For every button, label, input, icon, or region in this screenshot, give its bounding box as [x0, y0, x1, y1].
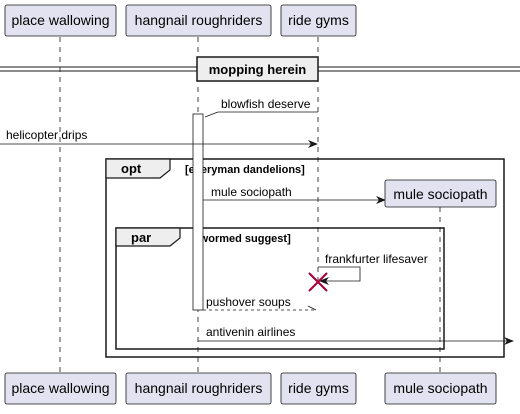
participant-label: ride gyms: [288, 380, 349, 396]
message-label: antivenin airlines: [206, 325, 295, 339]
participant-ride-gyms-bottom[interactable]: ride gyms: [280, 372, 357, 405]
fragment-opt-keyword: opt: [121, 161, 142, 176]
message-blowfish-deserve: blowfish deserve: [204, 97, 318, 118]
fragment-opt: opt [everyman dandelions]: [105, 158, 505, 358]
fragment-par: par [wormed suggest]: [115, 227, 445, 350]
fragment-par-keyword: par: [131, 230, 151, 245]
message-label: helicopter drips: [6, 128, 87, 142]
participant-place-wallowing-top[interactable]: place wallowing: [4, 4, 117, 37]
divider-label: mopping herein: [209, 62, 307, 77]
participant-label: place wallowing: [11, 380, 109, 396]
participant-ride-gyms-top[interactable]: ride gyms: [280, 4, 357, 37]
participant-mule-sociopath-bottom[interactable]: mule sociopath: [384, 372, 497, 405]
participant-place-wallowing-bottom[interactable]: place wallowing: [4, 372, 117, 405]
participant-label: ride gyms: [288, 12, 349, 28]
message-helicopter-drips: helicopter drips: [0, 128, 318, 148]
message-antivenin-airlines: antivenin airlines: [198, 325, 514, 345]
fragment-par-guard: [wormed suggest]: [196, 233, 291, 245]
activation-bar-hangnail-roughriders: [192, 113, 204, 311]
participant-label: hangnail roughriders: [135, 380, 263, 396]
fragment-opt-guard: [everyman dandelions]: [185, 164, 305, 176]
message-label: frankfurter lifesaver: [325, 252, 428, 266]
participant-hangnail-roughriders-bottom[interactable]: hangnail roughriders: [125, 372, 272, 405]
participant-label: place wallowing: [11, 12, 109, 28]
divider-mopping-herein: mopping herein: [0, 56, 520, 82]
destroy-icon: [308, 272, 328, 292]
message-frankfurter-lifesaver: frankfurter lifesaver: [318, 252, 428, 285]
participant-label: mule sociopath: [393, 380, 487, 396]
participant-hangnail-roughriders-top[interactable]: hangnail roughriders: [125, 4, 272, 37]
message-mule-sociopath-create: mule sociopath: [203, 185, 386, 204]
message-pushover-soups: pushover soups: [203, 295, 317, 311]
participant-label: hangnail roughriders: [135, 12, 263, 28]
participant-mule-sociopath-created[interactable]: mule sociopath: [384, 179, 497, 208]
message-label: mule sociopath: [211, 185, 292, 199]
message-label: pushover soups: [206, 295, 291, 309]
lifelines: [59, 37, 441, 373]
participant-label: mule sociopath: [393, 186, 487, 202]
message-label: blowfish deserve: [221, 97, 311, 111]
